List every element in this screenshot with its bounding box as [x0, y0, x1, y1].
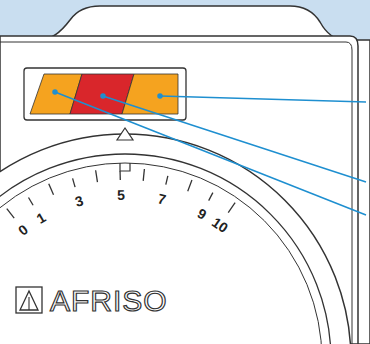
leader-line	[103, 96, 366, 182]
logo-triangle	[20, 291, 38, 310]
dial-tick	[209, 193, 213, 201]
dial-tick	[73, 178, 75, 187]
pointer-mark	[117, 128, 133, 140]
logo-triangle	[28, 297, 29, 310]
dial-tick	[143, 169, 144, 181]
dial-tick	[228, 203, 235, 213]
dial-tick	[166, 176, 168, 185]
dial-tick	[188, 180, 192, 191]
logo-square	[16, 287, 42, 313]
dial-notch	[120, 163, 130, 171]
dial-tick	[7, 209, 14, 218]
leader-line	[55, 92, 366, 215]
brand-logo: AFRISO	[50, 286, 168, 316]
dial-number: 5	[117, 188, 125, 202]
orange-lamp	[122, 74, 178, 114]
dial-bezel	[0, 134, 351, 344]
leader-lines	[53, 90, 366, 215]
dial-tick	[119, 171, 121, 180]
dial-tick	[29, 197, 34, 205]
leader-dot	[53, 90, 57, 94]
dial-tick	[49, 184, 54, 195]
leader-line	[160, 96, 366, 102]
leader-dot	[101, 94, 105, 98]
dial-ring	[0, 154, 331, 344]
dial-face	[0, 163, 322, 344]
leader-dot	[158, 94, 162, 98]
dial-tick	[96, 170, 98, 182]
